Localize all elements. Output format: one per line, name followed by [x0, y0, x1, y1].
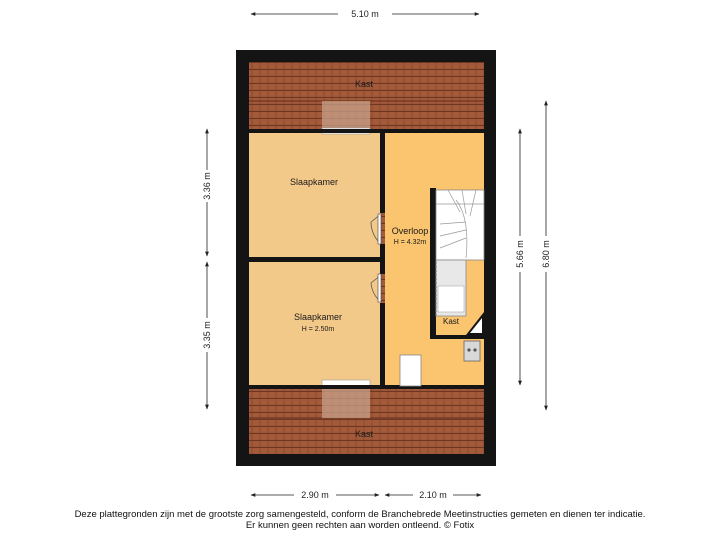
label-kast-side: Kast: [443, 317, 460, 326]
dim-total-width: 5.10 m: [351, 9, 379, 19]
dim-upper-height: 3.36 m: [202, 172, 212, 200]
cabinet: [399, 354, 422, 387]
label-kast-top: Kast: [355, 79, 374, 89]
door-leaf-2: [377, 273, 382, 303]
disclaimer: Deze plattegronden zijn met de grootste …: [0, 509, 720, 531]
slaapkamer-2-floor: [249, 262, 381, 386]
label-kast-bottom: Kast: [355, 429, 374, 439]
radiator-knob-2: [473, 348, 477, 352]
radiator: [463, 340, 481, 362]
wall-vertical-upper: [380, 131, 385, 213]
slaapkamer-1-floor: [249, 132, 381, 258]
dim-total-height: 6.80 m: [541, 240, 551, 268]
dim-left-width: 2.90 m: [301, 490, 329, 500]
stair-treads: [436, 189, 484, 249]
wall-top: [249, 129, 484, 133]
stair-curve: [455, 199, 468, 259]
stair: [435, 189, 485, 261]
radiator-knob-1: [467, 348, 471, 352]
label-slaapkamer-1: Slaapkamer: [290, 177, 338, 187]
dim-right-width: 2.10 m: [419, 490, 447, 500]
label-slaapkamer-2: Slaapkamer: [294, 312, 342, 322]
wall-bedrooms-divider: [249, 257, 385, 262]
stair-lower-inner: [437, 285, 465, 313]
kast-side-triangle-inner: [470, 318, 482, 333]
wall-vertical-middle: [380, 244, 385, 274]
label-slaapkamer-2-height: H = 2.50m: [302, 326, 335, 333]
label-overloop: Overloop: [392, 226, 429, 236]
kast-side-wall-h: [430, 335, 484, 339]
disclaimer-line-1: Deze plattegronden zijn met de grootste …: [74, 509, 646, 520]
stair-wall: [430, 188, 436, 338]
label-overloop-height: H = 4.32m: [394, 239, 427, 246]
wall-vertical-lower: [380, 303, 385, 388]
dim-lower-height: 3.35 m: [202, 321, 212, 349]
wall-bottom: [249, 385, 484, 389]
disclaimer-line-2: Er kunnen geen rechten aan worden ontlee…: [245, 520, 475, 531]
dim-inner-height: 5.66 m: [515, 240, 525, 268]
door-leaf-1: [377, 213, 382, 245]
